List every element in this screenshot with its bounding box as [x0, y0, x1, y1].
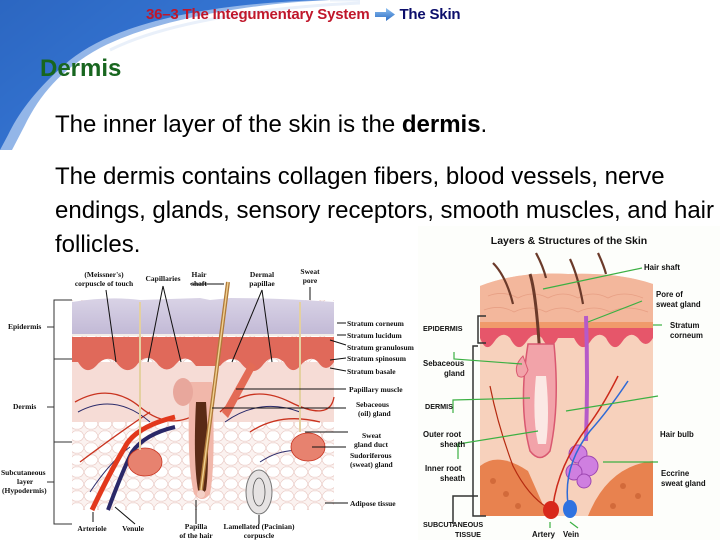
- label-meissner-2: corpuscle of touch: [75, 279, 134, 288]
- label-dermis: DERMIS: [425, 402, 453, 411]
- skin-cross-section-diagram: Epidermis Dermis Subcutaneous layer (Hyp…: [1, 267, 415, 540]
- label-inner-sheath: sheath: [440, 474, 465, 483]
- label-venule: Venule: [122, 524, 144, 533]
- label-sebaceous: Sebaceous: [356, 400, 389, 409]
- label-eccrine: Eccrine: [661, 469, 690, 478]
- label-stratum-basale: Stratum basale: [347, 367, 396, 376]
- label-meissner: (Meissner's): [84, 270, 124, 279]
- label-stratum-spinosum: Stratum spinosum: [347, 354, 407, 363]
- label-hair-shaft: Hair shaft: [644, 263, 680, 272]
- label-eccrine-sweat-gland: sweat gland: [661, 479, 706, 488]
- label-papilla: Papilla: [185, 522, 208, 531]
- label-inner-root: Inner root: [425, 464, 462, 473]
- label-sweat-pore-2: pore: [303, 276, 318, 285]
- label-gland: gland: [444, 369, 465, 378]
- label-hair-shaft: Hair: [192, 270, 208, 279]
- label-dermal-papillae-2: papillae: [249, 279, 275, 288]
- label-sweat-pore: Sweat: [300, 267, 320, 276]
- paragraph-punct: .: [480, 111, 488, 138]
- label-stratum: Stratum: [670, 321, 700, 330]
- label-outer-sheath: sheath: [440, 440, 465, 449]
- label-sweat-gland-pore: sweat gland: [656, 300, 701, 309]
- label-corneum: corneum: [670, 331, 703, 340]
- bold-term-dermis: dermis: [401, 111, 481, 138]
- label-gland-duct: gland duct: [354, 440, 388, 449]
- topic-label: The Skin: [399, 6, 461, 23]
- label-sudoriferous: Sudoriferous: [350, 451, 392, 460]
- label-vein: Vein: [563, 530, 579, 539]
- label-subcutaneous: Subcutaneous: [1, 468, 46, 477]
- label-capillaries: Capillaries: [146, 274, 181, 283]
- label-oil-gland: (oil) gland: [358, 409, 392, 418]
- section-label: 36–3 The Integumentary System: [146, 6, 370, 23]
- label-stratum-lucidum: Stratum lucidum: [347, 331, 403, 340]
- label-papillary-muscle: Papillary muscle: [349, 385, 403, 394]
- label-subcutaneous: SUBCUTANEOUS: [423, 520, 483, 529]
- label-epidermis: EPIDERMIS: [423, 324, 463, 333]
- label-tissue: TISSUE: [455, 530, 481, 539]
- breadcrumb-header: 36–3 The Integumentary System The Skin: [146, 6, 461, 25]
- blue-swoosh-decoration: [0, 0, 360, 150]
- label-hair-bulb: Hair bulb: [660, 430, 694, 439]
- label-lamellated: Lamellated (Pacinian): [223, 522, 295, 531]
- label-lamellated-2: corpuscle: [244, 531, 275, 540]
- label-adipose-tissue: Adipose tissue: [350, 499, 396, 508]
- label-arteriole: Arteriole: [77, 524, 107, 533]
- label-outer-root: Outer root: [423, 430, 462, 439]
- label-hypodermis: (Hypodermis): [2, 486, 47, 495]
- label-sweat: Sweat: [362, 431, 382, 440]
- label-sweat-gland: (sweat) gland: [350, 460, 394, 469]
- diagram-title: Layers & Structures of the Skin: [491, 235, 647, 247]
- label-layer: layer: [17, 477, 34, 486]
- paragraph-inner-layer: The inner layer of the skin is the dermi…: [55, 111, 487, 139]
- label-stratum-granulosum: Stratum granulosum: [347, 343, 415, 352]
- label-sebaceous: Sebaceous: [423, 359, 465, 368]
- label-pore-of: Pore of: [656, 290, 683, 299]
- label-dermal-papillae: Dermal: [250, 270, 274, 279]
- label-artery: Artery: [532, 530, 556, 539]
- paragraph-dermis-contents: The dermis contains collagen fibers, blo…: [55, 163, 715, 258]
- label-papilla-2: of the hair: [179, 531, 213, 540]
- right-arrow-icon: [375, 8, 396, 25]
- label-dermis: Dermis: [13, 402, 36, 411]
- paragraph-text: The inner layer of the skin is the: [55, 111, 402, 138]
- slide-title: Dermis: [40, 55, 122, 82]
- skin-layers-structures-diagram: Layers & Structures of the Skin: [418, 226, 720, 540]
- label-epidermis: Epidermis: [8, 322, 41, 331]
- label-stratum-corneum: Stratum corneum: [347, 319, 405, 328]
